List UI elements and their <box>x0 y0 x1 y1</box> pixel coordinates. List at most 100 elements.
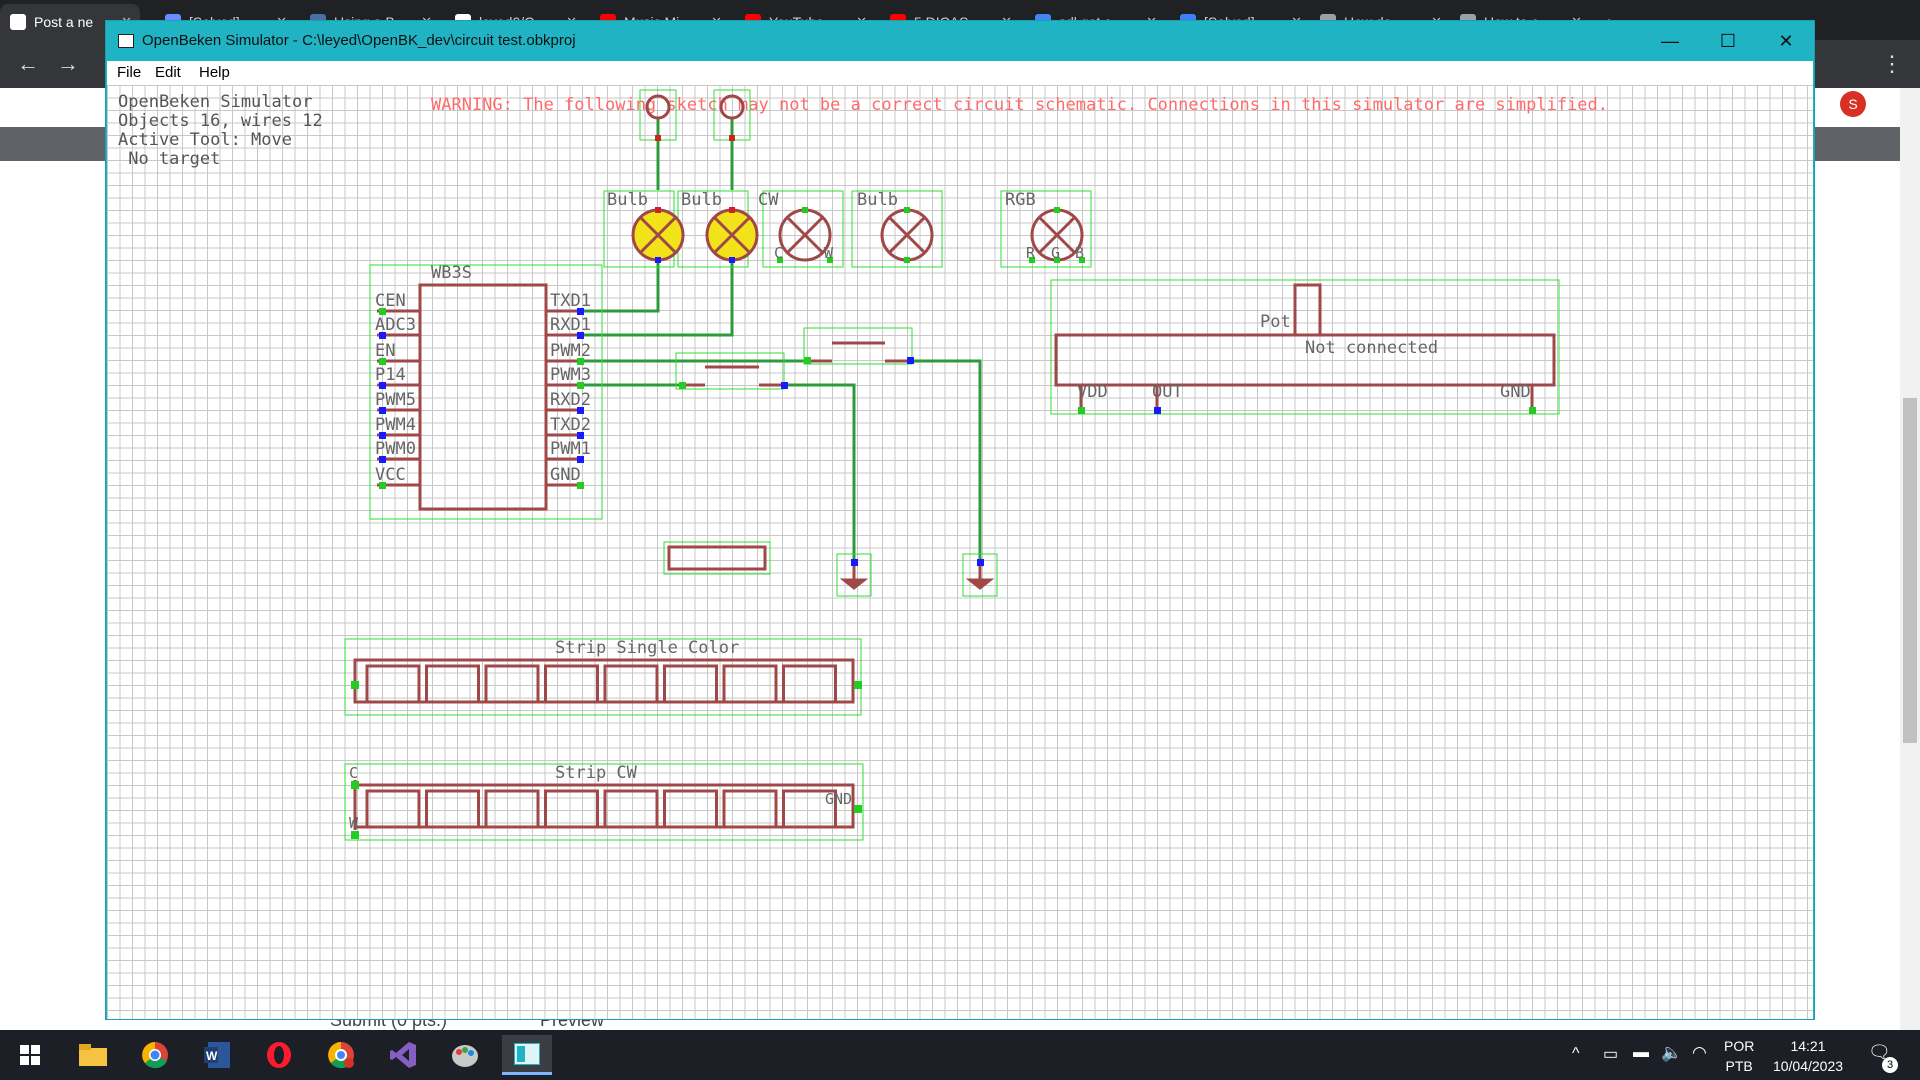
bulb-cross <box>889 217 925 253</box>
pin[interactable] <box>802 207 808 213</box>
wifi-icon[interactable]: ◠ <box>1692 1043 1707 1063</box>
strip-led-cell <box>724 666 776 702</box>
menu-bar: File Edit Help <box>107 61 1813 85</box>
forward-icon[interactable]: → <box>52 48 84 80</box>
volume-icon[interactable]: 🔈 <box>1661 1043 1682 1063</box>
menu-edit[interactable]: Edit <box>155 64 181 81</box>
tray-chevron-icon[interactable]: ^ <box>1572 1045 1580 1063</box>
visual-studio-icon[interactable] <box>378 1035 428 1075</box>
rgb-r-label: R <box>1026 243 1035 263</box>
language-indicator[interactable]: POR PTB <box>1724 1036 1754 1076</box>
strip-led-cell <box>427 791 479 827</box>
word-icon[interactable]: W <box>192 1035 242 1075</box>
rgb-b-label: B <box>1075 243 1084 263</box>
pin[interactable] <box>904 257 910 263</box>
chip-left-pin-label: PWM0 <box>375 439 416 459</box>
bbox <box>804 328 912 364</box>
opera-icon[interactable] <box>254 1035 304 1075</box>
pot-status: Not connected <box>1305 338 1438 358</box>
bulb-cross <box>787 217 823 253</box>
strip-led-cell <box>546 791 598 827</box>
clock[interactable]: 14:21 10/04/2023 <box>1768 1036 1848 1076</box>
pin[interactable] <box>729 135 735 141</box>
clock-date: 10/04/2023 <box>1768 1056 1848 1076</box>
strip-led-cell <box>427 666 479 702</box>
button-component[interactable] <box>669 547 765 569</box>
strip-led-cell <box>665 666 717 702</box>
strip-led-cell <box>665 791 717 827</box>
battery-icon[interactable]: ▬ <box>1633 1044 1649 1062</box>
strip-single-label: Strip Single Color <box>555 638 739 658</box>
windows-start-icon[interactable] <box>5 1035 55 1075</box>
wire[interactable] <box>785 385 854 565</box>
chip-left-pin-label: PWM4 <box>375 415 416 435</box>
strip-led-cell <box>486 666 538 702</box>
page-scrollbar-thumb[interactable] <box>1903 398 1917 743</box>
chrome-icon[interactable] <box>130 1035 180 1075</box>
chip-right-pin-label: RXD2 <box>550 390 591 410</box>
tab-favicon-icon <box>10 14 26 30</box>
cw-c-label: C <box>774 243 783 263</box>
lamp-icon[interactable] <box>721 96 743 118</box>
close-button[interactable]: ✕ <box>1757 21 1815 61</box>
schematic-drawing[interactable] <box>107 85 1813 1019</box>
lamp-icon[interactable] <box>647 96 669 118</box>
pin[interactable] <box>1054 207 1060 213</box>
pin[interactable] <box>729 257 735 263</box>
clock-time: 14:21 <box>1768 1036 1848 1056</box>
switch-components[interactable] <box>676 328 914 389</box>
strip-led-cell <box>546 666 598 702</box>
ground-symbols[interactable] <box>837 554 997 596</box>
pot-gnd-label: GND <box>1500 382 1531 402</box>
chip-right-pin-label: PWM3 <box>550 365 591 385</box>
chip-right-pin-label: TXD2 <box>550 415 591 435</box>
strip-cw-gnd-label: GND <box>825 789 852 809</box>
bulb2-label: Bulb <box>681 190 722 210</box>
chip-left-pin-label: ADC3 <box>375 315 416 335</box>
maximize-button[interactable]: ☐ <box>1699 21 1757 61</box>
chrome-profile-icon[interactable] <box>316 1035 366 1075</box>
strip-led-cell <box>367 791 419 827</box>
pin[interactable] <box>655 207 661 213</box>
bulb3-label: Bulb <box>857 190 898 210</box>
openbeken-simulator-icon[interactable] <box>502 1035 552 1075</box>
back-icon[interactable]: ← <box>12 48 44 80</box>
pin[interactable] <box>655 257 661 263</box>
language-bottom: PTB <box>1724 1056 1754 1076</box>
profile-avatar[interactable]: S <box>1840 91 1866 117</box>
window-title: OpenBeken Simulator - C:\leyed\OpenBK_de… <box>142 32 576 49</box>
strip-cw-label: Strip CW <box>555 763 637 783</box>
minimize-button[interactable]: — <box>1641 21 1699 61</box>
top-lamps[interactable] <box>647 96 743 118</box>
menu-help[interactable]: Help <box>199 64 230 81</box>
more-menu-icon[interactable]: ⋮ <box>1876 48 1908 80</box>
strip-led-cell <box>486 791 538 827</box>
strip-cw-w-label: W <box>349 813 358 833</box>
pin[interactable] <box>655 135 661 141</box>
chip-name: WB3S <box>431 263 472 283</box>
pot-label: Pot <box>1260 312 1291 332</box>
menu-file[interactable]: File <box>117 64 141 81</box>
pot-out-label: OUT <box>1152 382 1183 402</box>
paint-icon[interactable] <box>440 1035 490 1075</box>
strip-cw-c-label: C <box>349 763 358 783</box>
pin[interactable] <box>904 207 910 213</box>
strip-led-cell <box>724 791 776 827</box>
chip-left-pin-label: P14 <box>375 365 406 385</box>
schematic-canvas[interactable]: OpenBeken Simulator Objects 16, wires 12… <box>107 85 1813 1019</box>
app-icon <box>118 34 134 48</box>
chip-left-pin-label: PWM5 <box>375 390 416 410</box>
chip-left-pin-label: VCC <box>375 465 406 485</box>
chip-right-pin-label: TXD1 <box>550 291 591 311</box>
rgb-label: RGB <box>1005 190 1036 210</box>
simulator-window: OpenBeken Simulator - C:\leyed\OpenBK_de… <box>105 20 1815 1020</box>
wire[interactable] <box>910 361 980 565</box>
file-explorer-icon[interactable] <box>68 1035 118 1075</box>
meet-now-icon[interactable]: ▭ <box>1603 1044 1618 1064</box>
wires[interactable] <box>581 118 980 565</box>
pin[interactable] <box>729 207 735 213</box>
window-titlebar[interactable]: OpenBeken Simulator - C:\leyed\OpenBK_de… <box>106 21 1814 61</box>
chip-right-pin-label: PWM2 <box>550 341 591 361</box>
chip-right-pin-label: RXD1 <box>550 315 591 335</box>
chip-body[interactable] <box>420 285 546 509</box>
